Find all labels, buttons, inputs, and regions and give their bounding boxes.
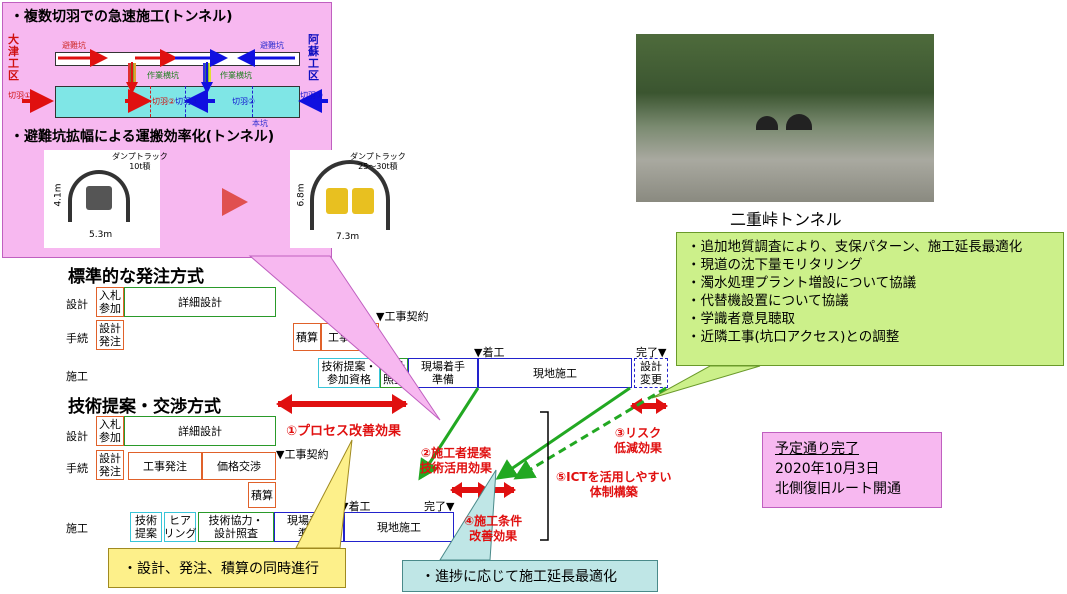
truck-small-label: ダンプトラック 10t積 bbox=[112, 152, 168, 171]
face-label-2: 切羽② bbox=[152, 97, 176, 106]
neg-estimate: 積算 bbox=[248, 482, 276, 508]
effect-4-label: ④施工条件 改善効果 bbox=[464, 514, 523, 543]
width-large: 7.3m bbox=[336, 232, 360, 242]
neg-price-negotiation: 価格交渉 bbox=[202, 452, 276, 480]
tunnel-arrows bbox=[22, 49, 328, 113]
neg-tech: 技術 提案 bbox=[130, 512, 162, 542]
green-diagonal-2 bbox=[495, 386, 631, 480]
std-design-change: 設計 変更 bbox=[634, 358, 668, 388]
yellow-note-callout-tail bbox=[295, 439, 353, 549]
neg-site-work: 現地施工 bbox=[344, 512, 454, 542]
neg-row-construction: 施工 bbox=[66, 522, 88, 535]
std-row-design: 設計 bbox=[66, 298, 88, 311]
std-site-work: 現地施工 bbox=[478, 358, 632, 388]
face-divider-3 bbox=[252, 86, 253, 117]
truck-small-icon bbox=[86, 186, 112, 210]
neg-construction-order: 工事発注 bbox=[128, 452, 202, 480]
tunnel-panel-callout-tail bbox=[248, 255, 441, 421]
green-note-line-3: ・濁水処理プラント増設について協議 bbox=[687, 275, 917, 291]
neg-row-design: 設計 bbox=[66, 430, 88, 443]
zone-label-right: 阿蘇工区 bbox=[308, 33, 319, 82]
right-arrow-icon bbox=[222, 188, 248, 216]
green-diagonal-3 bbox=[513, 386, 667, 480]
green-note-line-6: ・近隣工事(坑口アクセス)との調整 bbox=[687, 329, 900, 345]
tunnel-panel-title-1: ・複数切羽での急速施工(トンネル) bbox=[10, 9, 233, 25]
truck-large-icon-1 bbox=[326, 188, 348, 214]
std-contract: ▼工事契約 bbox=[376, 310, 429, 323]
std-row-construction: 施工 bbox=[66, 370, 88, 383]
photo-caption: 二重峠トンネル bbox=[730, 210, 842, 229]
green-note-line-5: ・学識者意見聴取 bbox=[687, 311, 795, 327]
neg-hearing: ヒア リング bbox=[163, 512, 197, 542]
tunnel-portal-1 bbox=[756, 116, 778, 130]
truck-large-icon-2 bbox=[352, 188, 374, 214]
main-tunnel bbox=[55, 86, 300, 118]
width-small: 5.3m bbox=[89, 230, 113, 240]
process-arrow-left-head bbox=[276, 394, 292, 414]
process-arrow-right-head bbox=[392, 394, 408, 414]
std-design-order: 設計 発注 bbox=[96, 320, 124, 350]
std-bid: 入札 参加 bbox=[96, 287, 124, 317]
face-label-3: 切羽③ bbox=[175, 97, 199, 106]
neg-complete: 完了▼ bbox=[424, 500, 455, 513]
std-estimate: 積算 bbox=[293, 323, 321, 351]
std-site-prep: 現場着手 準備 bbox=[408, 358, 478, 388]
neg-start: ▼着工 bbox=[340, 500, 371, 513]
face-label-4: 切羽② bbox=[232, 97, 256, 106]
green-note-callout-tail bbox=[651, 365, 761, 399]
evac-label-right: 避難坑 bbox=[260, 41, 284, 50]
tunnel-section-large-icon bbox=[310, 160, 390, 230]
tunnel-section-small-icon bbox=[68, 170, 130, 222]
evac-label-left: 避難坑 bbox=[62, 41, 86, 50]
green-note-line-4: ・代替機設置について協議 bbox=[687, 293, 849, 309]
std-detail-design: 詳細設計 bbox=[124, 287, 276, 317]
pink-note-line-1: 予定通り完了 bbox=[775, 441, 859, 457]
effect-2-label: ②施工者提案 技術活用効果 bbox=[420, 446, 493, 475]
standard-title: 標準的な発注方式 bbox=[68, 267, 204, 287]
std-start: ▼着工 bbox=[474, 346, 505, 359]
pink-note-line-2: 2020年10月3日 bbox=[775, 461, 880, 477]
work-label-right: 作業横坑 bbox=[220, 71, 252, 80]
yellow-note: ・設計、発注、積算の同時進行 bbox=[108, 548, 346, 588]
condition-arrow-right-head bbox=[504, 482, 516, 498]
tunnel-portal-2 bbox=[786, 114, 812, 130]
effect-1-label: ①プロセス改善効果 bbox=[286, 424, 402, 439]
neg-detail-design: 詳細設計 bbox=[124, 416, 276, 446]
pink-note: 予定通り完了 2020年10月3日 北側復旧ルート開通 bbox=[762, 432, 942, 508]
negotiation-title: 技術提案・交渉方式 bbox=[68, 397, 221, 417]
neg-tech-coop: 技術協力・ 設計照査 bbox=[198, 512, 274, 542]
pink-note-line-3: 北側復旧ルート開通 bbox=[775, 481, 901, 497]
tunnel-photo bbox=[636, 34, 934, 202]
neg-design-order: 設計 発注 bbox=[96, 450, 124, 480]
std-complete: 完了▼ bbox=[636, 346, 667, 359]
effect-5-label: ⑤ICTを活用しやすい 体制構築 bbox=[556, 470, 672, 499]
risk-arrow-right-head bbox=[656, 398, 668, 414]
neg-row-procedure: 手続 bbox=[66, 462, 88, 475]
effect-3-label: ③リスク 低減効果 bbox=[614, 426, 663, 455]
std-tech-proposal: 技術提案・ 参加資格 bbox=[318, 358, 380, 388]
green-note: ・追加地質調査により、支保パターン、施工延長最適化 ・現道の沈下量モリタリング … bbox=[676, 232, 1064, 366]
blue-note: ・進捗に応じて施工延長最適化 bbox=[402, 560, 658, 592]
risk-arrow-left-head bbox=[630, 398, 642, 414]
face-label-1: 切羽① bbox=[8, 91, 32, 100]
main-label-right: 本坑 bbox=[252, 119, 268, 128]
green-diagonal-1 bbox=[418, 387, 480, 481]
ict-bracket bbox=[540, 411, 549, 541]
std-row-procedure: 手続 bbox=[66, 332, 88, 345]
neg-bid: 入札 参加 bbox=[96, 416, 124, 446]
condition-arrow-left-head bbox=[450, 482, 462, 498]
face-label-5: 切羽① bbox=[300, 91, 324, 100]
green-note-line-1: ・追加地質調査により、支保パターン、施工延長最適化 bbox=[687, 239, 1023, 255]
zone-label-left: 大津工区 bbox=[8, 33, 19, 82]
truck-large-label: ダンプトラック 25～30t積 bbox=[350, 152, 406, 171]
neg-contract: ▼工事契約 bbox=[276, 448, 329, 461]
work-label-left: 作業横坑 bbox=[147, 71, 179, 80]
green-note-line-2: ・現道の沈下量モリタリング bbox=[687, 257, 863, 273]
tunnel-panel-title-2: ・避難坑拡幅による運搬効率化(トンネル) bbox=[10, 129, 275, 145]
